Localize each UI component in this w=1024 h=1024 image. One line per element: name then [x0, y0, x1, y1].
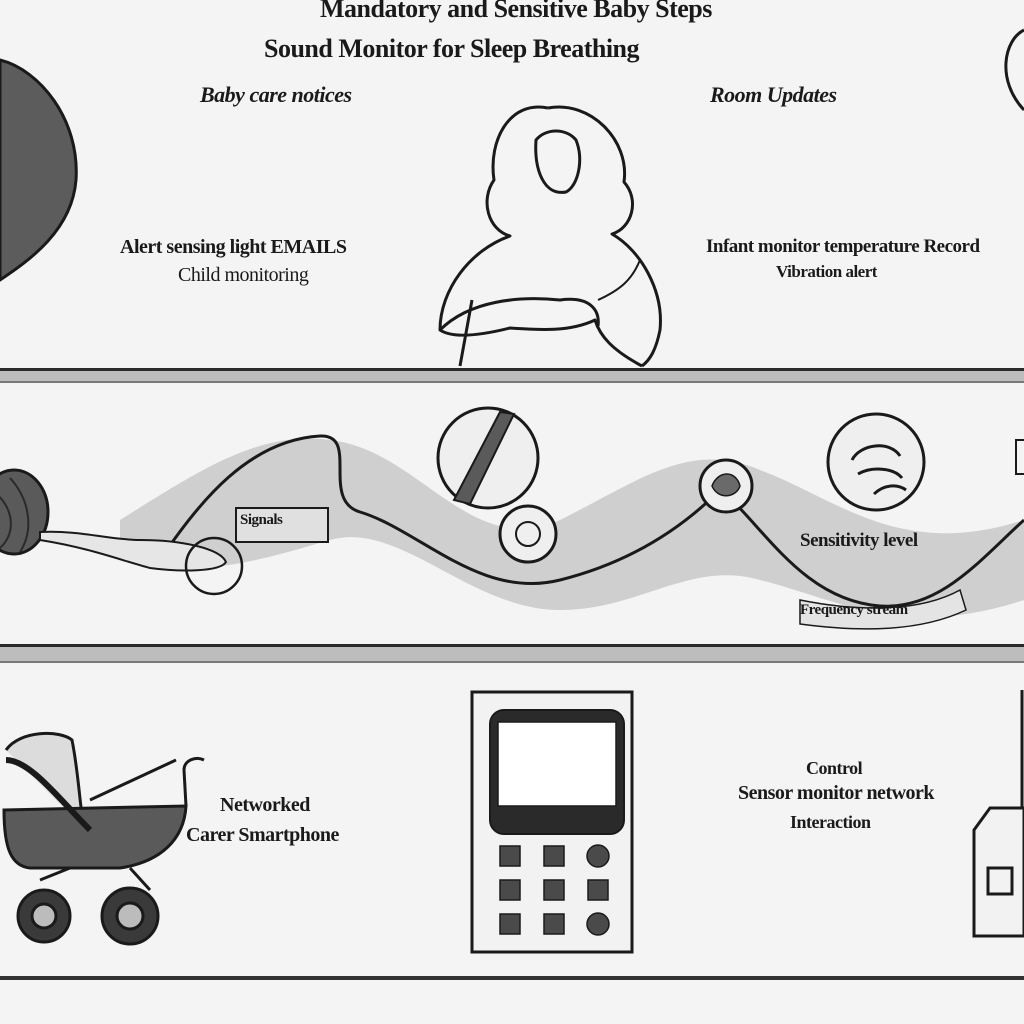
header-right-label: Room Updates: [710, 82, 837, 107]
section-divider-middle: [0, 644, 1024, 663]
ribbon-banner: [799, 588, 967, 630]
section-divider-top: [0, 368, 1024, 383]
bottom-right-caption-2: Sensor monitor network: [738, 782, 935, 804]
wave-label-sensitivity: Sensitivity level: [800, 530, 918, 551]
edge-box: [1015, 439, 1024, 475]
stroller-icon: [2, 731, 205, 946]
baby-face-icon: [498, 504, 558, 564]
top-right-caption-2: Vibration alert: [776, 262, 877, 281]
alert-bell-icon: [826, 412, 926, 512]
hand-sleeve-shape: [39, 530, 228, 572]
top-left-caption-2: Child monitoring: [178, 264, 309, 286]
signal-node-icon: [698, 458, 754, 514]
loop-circle: [184, 536, 244, 596]
section-divider-bottom: [0, 976, 1024, 980]
top-right-caption-1: Infant monitor temperature Record: [706, 236, 980, 257]
house-box-icon: [972, 690, 1024, 938]
header-title: Mandatory and Sensitive Baby Steps: [320, 0, 712, 23]
wave-label-frequency: Frequency stream: [800, 602, 908, 618]
wave-label-signals: Signals: [240, 512, 283, 528]
smartphone-device-icon: [470, 690, 634, 954]
sensor-disc-icon: [436, 406, 540, 510]
stroller-caption-1: Networked: [220, 794, 310, 816]
bottom-right-caption-1: Control: [806, 758, 863, 778]
bottom-right-caption-3: Interaction: [790, 812, 871, 832]
sign-board: [235, 507, 329, 543]
header-subtitle: Sound Monitor for Sleep Breathing: [264, 34, 640, 63]
partial-circle-icon: [1004, 28, 1024, 112]
header-left-label: Baby care notices: [200, 82, 352, 107]
yarn-ball-icon: [0, 468, 50, 556]
stroller-caption-2: Carer Smartphone: [186, 824, 339, 846]
top-left-caption-1: Alert sensing light EMAILS: [120, 236, 347, 258]
signal-curve-line: [158, 434, 1024, 608]
dark-blob-shape: [0, 58, 78, 282]
woman-figure-icon: [438, 105, 662, 368]
wave-band-shape: [120, 438, 1024, 618]
